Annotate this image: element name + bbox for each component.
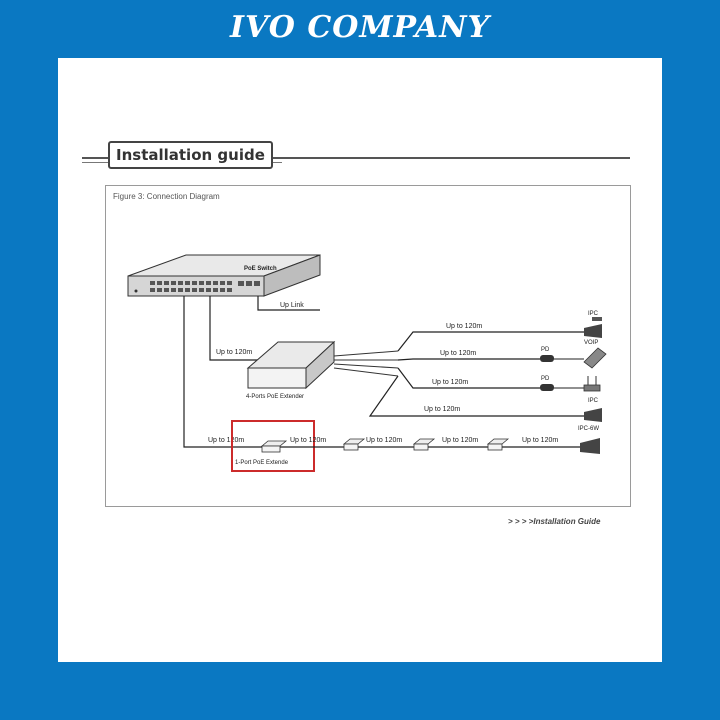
voip-phone: VOIP bbox=[583, 340, 607, 369]
poe-switch: PoE Switch bbox=[127, 254, 321, 297]
diagram-frame bbox=[105, 185, 631, 507]
guide-panel: Installation guide Figure 3: Connection … bbox=[58, 58, 662, 662]
heading-rule bbox=[82, 157, 630, 159]
svg-text:VOIP: VOIP bbox=[584, 340, 598, 346]
highlight-box bbox=[231, 420, 315, 472]
section-heading: Installation guide bbox=[108, 141, 273, 169]
chain-extender-4 bbox=[486, 438, 510, 451]
distance-label-chain2: Up to 120m bbox=[290, 437, 326, 444]
distance-label-chain4: Up to 120m bbox=[442, 437, 478, 444]
cable-to-4port bbox=[209, 296, 266, 361]
svg-text:IPC: IPC bbox=[588, 398, 599, 404]
distance-label-chain3: Up to 120m bbox=[366, 437, 402, 444]
svg-text:IPC: IPC bbox=[588, 311, 599, 317]
connection-diagram: PoE Switch Up Link bbox=[127, 254, 607, 472]
ipc-6w-camera: IPC-6W bbox=[578, 426, 600, 454]
distance-label-out4: Up to 120m bbox=[424, 406, 460, 413]
cable-to-chain bbox=[183, 296, 240, 448]
ipc-camera-bottom: IPC bbox=[584, 398, 602, 422]
svg-text:PD: PD bbox=[541, 347, 550, 353]
distance-label-4port: Up to 120m bbox=[216, 349, 252, 356]
distance-label-chain5: Up to 120m bbox=[522, 437, 558, 444]
brand-title: IVO COMPANY bbox=[229, 10, 491, 45]
chain-extender-3 bbox=[412, 438, 436, 451]
distance-label-chain1: Up to 120m bbox=[208, 437, 244, 444]
svg-text:PD: PD bbox=[541, 376, 550, 382]
pd-device-1: PD bbox=[540, 347, 554, 362]
pd-device-2: PD bbox=[540, 376, 554, 391]
svg-text:IPC-6W: IPC-6W bbox=[578, 426, 599, 432]
chain-extender-2 bbox=[342, 438, 366, 451]
uplink-cable bbox=[257, 296, 320, 311]
distance-label-out3: Up to 120m bbox=[432, 379, 468, 386]
figure-caption: Figure 3: Connection Diagram bbox=[113, 192, 220, 201]
access-point bbox=[583, 376, 601, 392]
ipc-camera-top: IPC bbox=[584, 311, 602, 338]
extender-4port: 4-Ports PoE Extender bbox=[246, 340, 336, 400]
distance-label-out2: Up to 120m bbox=[440, 350, 476, 357]
extender1-label: 1-Port PoE Extende bbox=[235, 460, 289, 466]
extender4-label: 4-Ports PoE Extender bbox=[246, 394, 304, 400]
switch-label: PoE Switch bbox=[244, 266, 277, 272]
footer-nav: > > > >Installation Guide bbox=[508, 517, 601, 526]
extender-1port: 1-Port PoE Extende bbox=[235, 440, 289, 466]
distance-label-out1: Up to 120m bbox=[446, 323, 482, 330]
uplink-label: Up Link bbox=[280, 302, 304, 309]
